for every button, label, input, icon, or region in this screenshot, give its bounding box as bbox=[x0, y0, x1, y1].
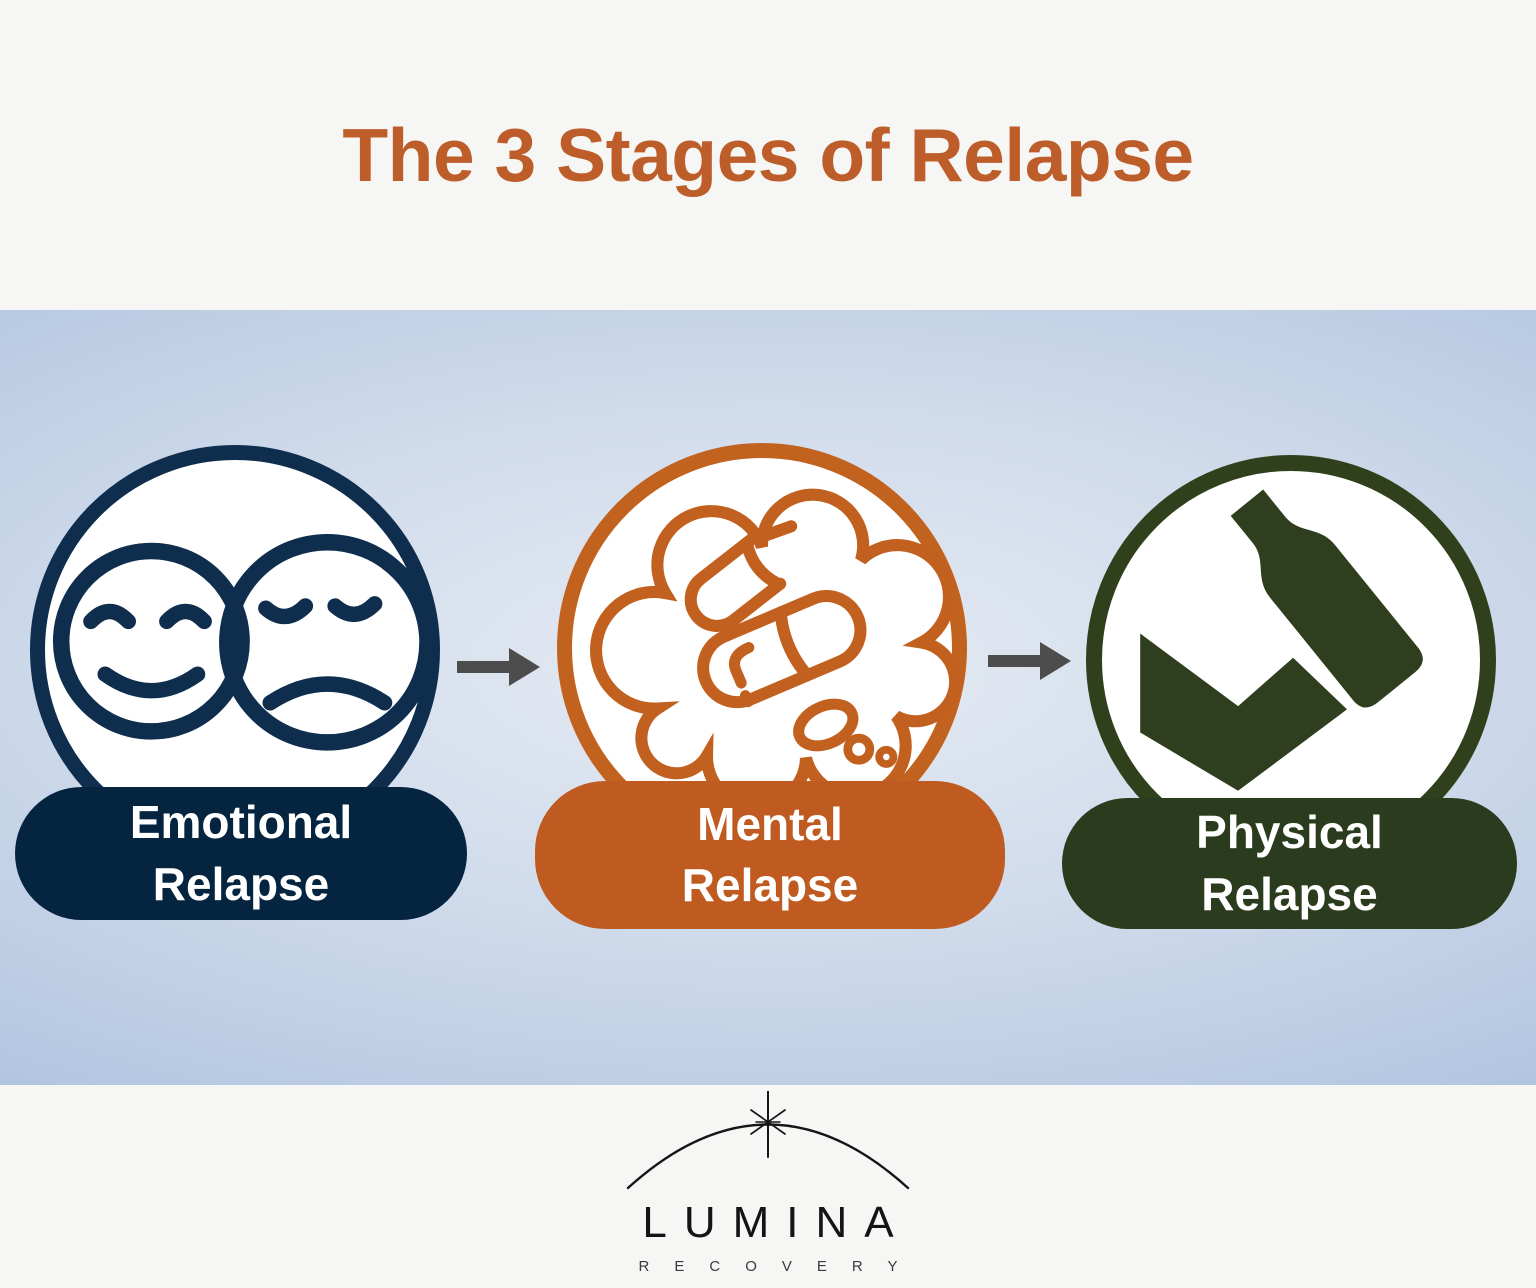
flow-arrow-icon bbox=[988, 642, 1071, 680]
logo-tagline-text: RECOVERY bbox=[638, 1258, 923, 1276]
stage-circle-physical bbox=[1086, 455, 1496, 865]
stage-label-line1: Physical bbox=[1196, 806, 1383, 859]
stage-label-mental: Mental Relapse bbox=[535, 781, 1005, 929]
stage-label-line1: Mental bbox=[697, 797, 843, 850]
footer-band: LUMINA RECOVERY bbox=[0, 1085, 1536, 1288]
page-title: The 3 Stages of Relapse bbox=[342, 113, 1194, 197]
stage-label-line1: Emotional bbox=[129, 796, 353, 849]
stage-label-line2: Relapse bbox=[681, 859, 859, 911]
header-band: The 3 Stages of Relapse bbox=[0, 0, 1536, 310]
logo-brand-text: LUMINA bbox=[642, 1198, 911, 1247]
stages-band: Emotional Relapse Mental Relapse Physica… bbox=[0, 310, 1536, 1085]
pills-thought-bubble-icon bbox=[590, 488, 962, 813]
lumina-logo-arc-star-icon bbox=[626, 1091, 910, 1190]
bottle-and-hand-icon bbox=[1140, 489, 1423, 791]
stage-label-emotional: Emotional Relapse bbox=[15, 787, 467, 920]
stage-label-line2: Relapse bbox=[152, 857, 330, 910]
stage-label-physical: Physical Relapse bbox=[1062, 798, 1517, 929]
stage-label-line2: Relapse bbox=[1201, 867, 1378, 920]
stage-circle-emotional bbox=[30, 445, 440, 855]
happy-sad-faces-icon bbox=[52, 533, 436, 751]
flow-arrow-icon bbox=[457, 648, 540, 686]
